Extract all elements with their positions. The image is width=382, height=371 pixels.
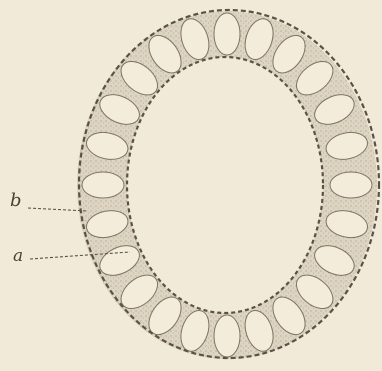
label-b: b [10, 192, 22, 210]
cell [82, 172, 124, 198]
cell [214, 13, 240, 55]
cell [330, 172, 372, 198]
lumen-boundary [127, 57, 323, 313]
cell [214, 315, 240, 357]
label-a: a [13, 248, 23, 265]
